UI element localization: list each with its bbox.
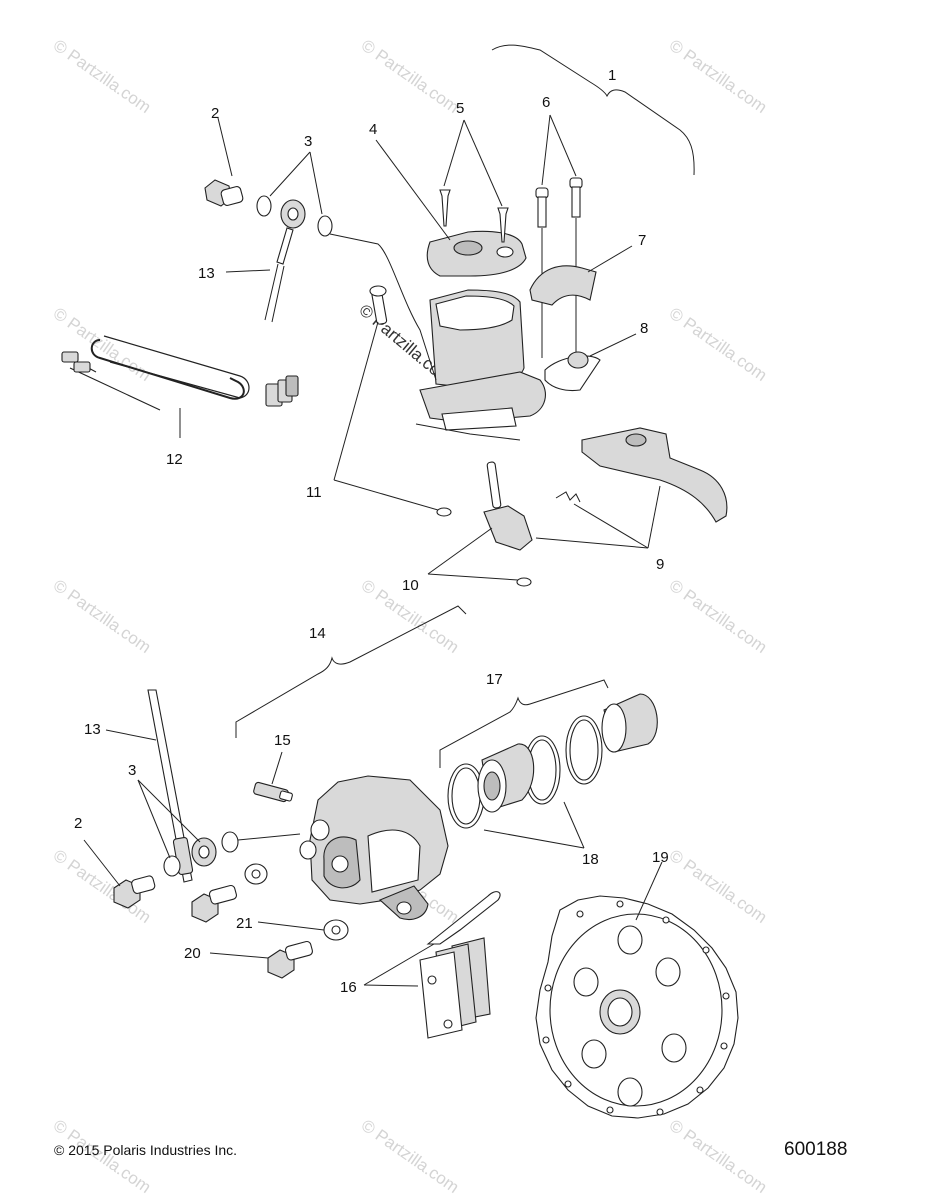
washer-21-hole	[331, 925, 341, 935]
callouts: 1 2 3 4 5 6 7 8 9 10 11 12 13 14 15 13 3…	[74, 67, 669, 996]
brake-line-top	[264, 263, 285, 323]
piston-seals	[447, 715, 603, 829]
crush-washer-top-2	[317, 215, 333, 237]
watermark: © Partzilla.com	[666, 1116, 771, 1197]
callout-6: 6	[542, 94, 550, 111]
callout-13: 13	[198, 265, 215, 282]
e-clip-10	[516, 577, 532, 587]
callout-2: 2	[211, 105, 219, 122]
callout-9: 9	[656, 556, 664, 573]
callout-3: 3	[304, 133, 312, 150]
banjo-fitting-bottom	[191, 837, 217, 867]
callout-3: 3	[128, 762, 136, 779]
brake-pads	[419, 937, 491, 1039]
reservoir-cap	[426, 230, 527, 277]
callout-7: 7	[638, 232, 646, 249]
brake-line-bottom	[147, 689, 194, 883]
banjo-bolt-bottom	[113, 875, 156, 909]
brake-rotor	[535, 895, 739, 1119]
e-clip-11	[436, 507, 452, 517]
banjo-bolt-top	[204, 179, 244, 207]
crush-washer-bottom-2	[221, 831, 239, 853]
callout-10: 10	[402, 577, 419, 594]
leaders-bottom	[83, 729, 663, 987]
bracket-17	[439, 679, 609, 768]
callout-2: 2	[74, 815, 82, 832]
handlebar-clamp	[529, 265, 597, 306]
callout-4: 4	[369, 121, 377, 138]
pivot-pin	[369, 285, 388, 325]
bleeder-valve	[253, 781, 293, 803]
callout-16: 16	[340, 979, 357, 996]
brake-lever	[581, 427, 728, 523]
watermark: © Partzilla.com	[666, 846, 771, 927]
clamp-bore	[567, 351, 589, 369]
figure-number: 600188	[784, 1139, 847, 1160]
crush-washer-bottom-1	[163, 855, 181, 877]
callout-17: 17	[486, 671, 503, 688]
watermark: © Partzilla.com	[358, 1116, 463, 1197]
copyright-text: © 2015 Polaris Industries Inc.	[54, 1142, 237, 1158]
piston-cup	[601, 693, 658, 753]
crush-washer-top-1	[256, 195, 272, 217]
leaders-top	[179, 114, 661, 581]
callout-14: 14	[309, 625, 326, 642]
caliper-washer-hole	[251, 869, 261, 879]
callout-12: 12	[166, 451, 183, 468]
callout-1: 1	[608, 67, 616, 84]
cap-screws	[439, 189, 509, 243]
brake-caliper	[299, 775, 449, 921]
watermark: © Partzilla.com	[50, 576, 155, 657]
pad-retaining-pin	[426, 891, 501, 945]
bolt-20	[267, 940, 313, 979]
callout-13: 13	[84, 721, 101, 738]
callout-18: 18	[582, 851, 599, 868]
lever-spring	[555, 491, 581, 503]
watermark: © Partzilla.com	[666, 36, 771, 117]
caliper-mount-bolt	[191, 884, 237, 923]
lever-pivot-block	[483, 461, 533, 551]
banjo-fitting-top	[276, 199, 306, 265]
callout-19: 19	[652, 849, 669, 866]
watermark: © Partzilla.com	[358, 36, 463, 117]
callout-8: 8	[640, 320, 648, 337]
brake-line-loop	[61, 335, 299, 411]
callout-21: 21	[236, 915, 253, 932]
watermark: © Partzilla.com	[666, 304, 771, 385]
callout-11: 11	[306, 484, 322, 501]
master-cylinder-body	[419, 289, 546, 431]
callout-5: 5	[456, 100, 464, 117]
watermark: © Partzilla.com	[50, 36, 155, 117]
watermark: © Partzilla.com	[666, 576, 771, 657]
bracket-1	[491, 44, 695, 176]
piston	[477, 743, 535, 813]
watermark: © Partzilla.com	[50, 304, 155, 385]
bracket-14	[235, 605, 467, 738]
callout-20: 20	[184, 945, 201, 962]
callout-15: 15	[274, 732, 291, 749]
